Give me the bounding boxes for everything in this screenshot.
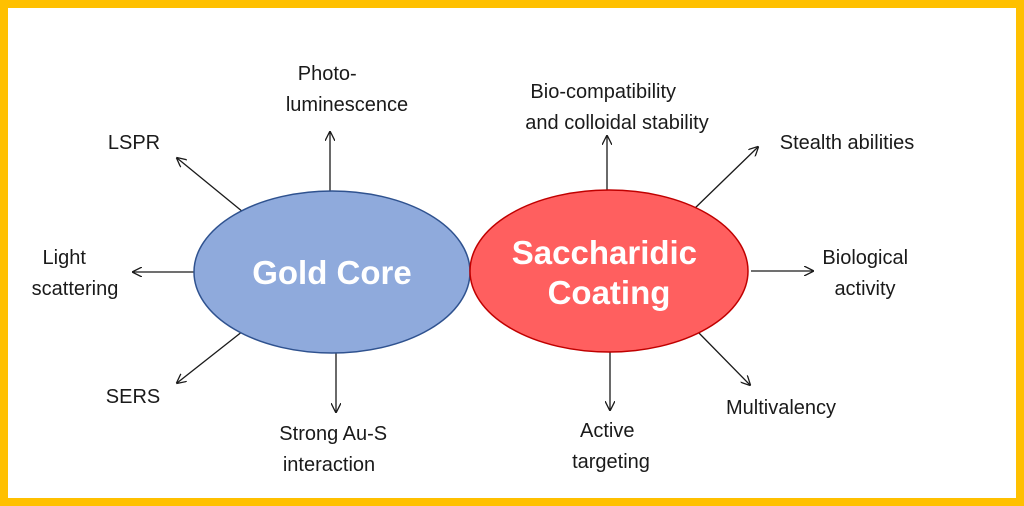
label-stealth: Stealth abilities [780, 132, 915, 154]
label-sers: SERS [106, 386, 160, 408]
label-biocompat: Bio-compatibility and colloidal stabilit… [525, 81, 708, 134]
gold-core-title: Gold Core [252, 254, 412, 291]
label-lspr: LSPR [108, 132, 160, 154]
coating-arrows [607, 136, 813, 410]
label-targeting: Active targeting [572, 420, 650, 473]
arrow-to-stealth [692, 147, 758, 211]
coating-title: Saccharidic Coating [512, 234, 706, 311]
gold-core-arrows [133, 132, 336, 412]
label-photoluminescence: Photo- luminescence [286, 63, 408, 116]
label-bio-activity: Biological activity [822, 247, 913, 300]
label-light-scattering: Light scattering [32, 247, 119, 300]
arrow-to-sers [177, 330, 244, 383]
label-au-s: Strong Au-S interaction [279, 423, 392, 476]
arrow-to-lspr [177, 158, 244, 213]
arrow-to-multivalency [696, 330, 750, 385]
coating-node [469, 189, 749, 353]
label-multivalency: Multivalency [726, 397, 836, 419]
